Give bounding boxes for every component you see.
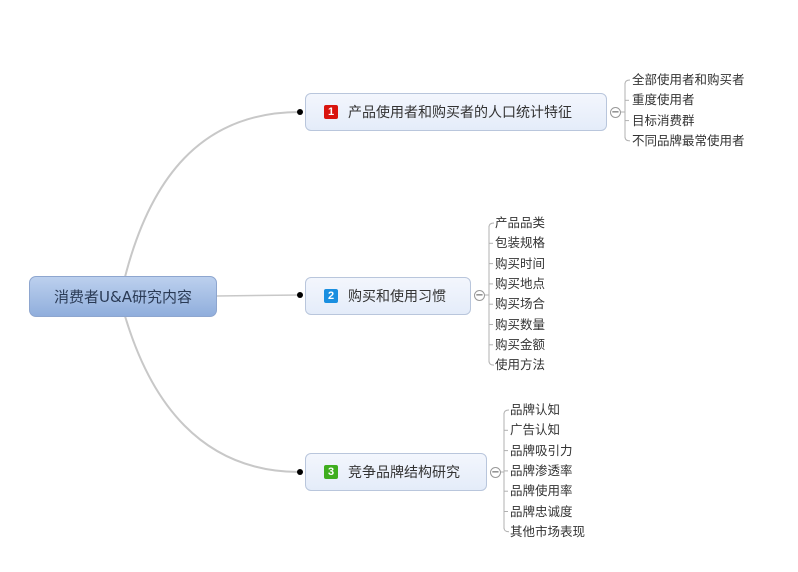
branch-topic-2[interactable]: 2 购买和使用习惯 xyxy=(305,277,471,315)
leaf-topic[interactable]: 品牌认知 xyxy=(510,402,561,417)
bracket-tick xyxy=(503,409,510,415)
bracket-tick xyxy=(503,527,510,533)
bracket-tick xyxy=(488,222,495,228)
connector-dot-2 xyxy=(297,292,303,298)
collapse-button-3[interactable]: − xyxy=(490,467,501,478)
leaf-topic[interactable]: 目标消费群 xyxy=(632,112,695,128)
connector-branch-3 xyxy=(124,315,301,473)
leaf-topic[interactable]: 购买数量 xyxy=(495,316,546,332)
leaf-topic[interactable]: 购买场合 xyxy=(495,296,546,312)
leaf-topic[interactable]: 使用方法 xyxy=(495,357,546,373)
leaf-topic[interactable]: 不同品牌最常使用者 xyxy=(632,132,745,148)
leaf-topic[interactable]: 全部使用者和购买者 xyxy=(632,72,745,87)
leaf-topic[interactable]: 购买时间 xyxy=(495,255,546,271)
bracket-tick xyxy=(624,79,631,85)
bracket-tick xyxy=(624,136,631,142)
branch-topic-1[interactable]: 1 产品使用者和购买者的人口统计特征 xyxy=(305,93,607,131)
leaf-topic[interactable]: 其他市场表现 xyxy=(510,523,586,539)
leaf-topic[interactable]: 购买地点 xyxy=(495,275,546,291)
leaf-topic[interactable]: 重度使用者 xyxy=(632,92,695,108)
connector-dot-1 xyxy=(297,109,303,115)
branch-topic-3[interactable]: 3 竞争品牌结构研究 xyxy=(305,453,487,491)
connector-dot-3 xyxy=(297,469,303,475)
branch-topic-label: 产品使用者和购买者的人口统计特征 xyxy=(348,105,572,121)
central-topic[interactable]: 消费者U&A研究内容 xyxy=(29,276,217,317)
collapse-button-2[interactable]: − xyxy=(474,290,485,301)
connector-branch-2 xyxy=(216,294,301,297)
priority-3-icon: 3 xyxy=(324,465,338,479)
bracket-tick xyxy=(488,361,495,366)
branch-topic-label: 购买和使用习惯 xyxy=(348,289,446,305)
leaf-topic[interactable]: 品牌渗透率 xyxy=(510,462,573,478)
central-topic-label: 消费者U&A研究内容 xyxy=(54,288,192,306)
leaf-topic[interactable]: 品牌吸引力 xyxy=(510,442,573,458)
leaf-topic[interactable]: 包装规格 xyxy=(495,235,546,251)
leaf-topic[interactable]: 产品品类 xyxy=(495,215,546,230)
connector-branch-1 xyxy=(124,111,301,278)
leaf-topic[interactable]: 广告认知 xyxy=(510,422,561,438)
leaf-topic[interactable]: 品牌忠诚度 xyxy=(510,503,573,519)
priority-1-icon: 1 xyxy=(324,105,338,119)
leaf-topic[interactable]: 购买金额 xyxy=(495,336,546,352)
leaf-topic[interactable]: 品牌使用率 xyxy=(510,483,573,499)
collapse-button-1[interactable]: − xyxy=(610,107,621,118)
branch-topic-label: 竞争品牌结构研究 xyxy=(348,465,460,481)
priority-2-icon: 2 xyxy=(324,289,338,303)
